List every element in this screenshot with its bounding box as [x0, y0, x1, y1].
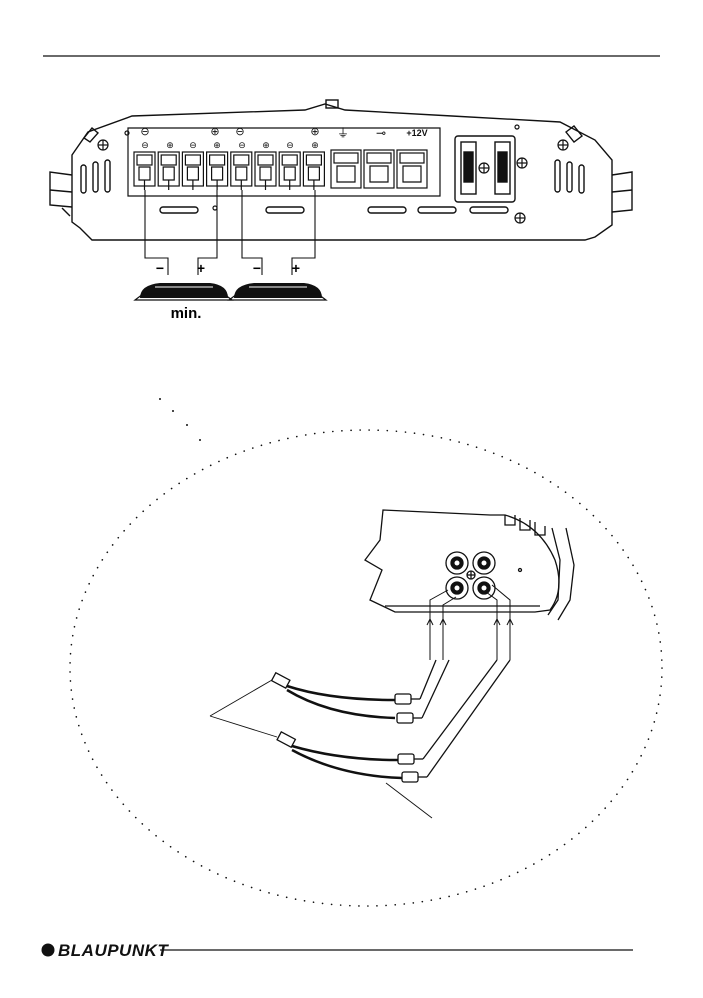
screw-hole-2: [515, 125, 519, 129]
speaker-2-plus: +: [292, 260, 300, 276]
t2-1: ⊖: [141, 140, 149, 150]
zoom-circle: [70, 430, 662, 906]
terminal-label-2: ⊕: [210, 126, 219, 138]
speaker-1-minus: −: [156, 260, 164, 276]
screw-5: [515, 213, 525, 223]
amplifier-body: [50, 100, 632, 240]
rca-cable-1: [272, 660, 449, 723]
screw-2: [558, 140, 568, 150]
terminal-label-1: ⊖: [140, 126, 149, 138]
t2-3: ⊖: [189, 140, 197, 150]
speaker-wires: [145, 190, 315, 275]
screw-1: [98, 140, 108, 150]
t2-5: ⊖: [238, 140, 246, 150]
speaker-terminal-4: [207, 152, 228, 190]
screw-3: [479, 163, 489, 173]
speaker-terminal-2: [158, 152, 179, 190]
t2-6: ⊕: [262, 140, 270, 150]
speaker-1: − +: [135, 260, 232, 300]
speaker-terminal-7: [279, 152, 300, 190]
power-terminal-block: [331, 150, 427, 188]
speaker-terminal-5: [231, 152, 252, 190]
screw-hole-3: [213, 206, 217, 210]
brand-dot: [42, 944, 55, 957]
speaker-1-plus: +: [197, 260, 205, 276]
brand-logo-text: BLAUPUNKT: [58, 941, 168, 961]
amplifier-rca-detail: [365, 510, 574, 620]
callout-leader-dots: [159, 398, 201, 441]
power-terminal-2: [364, 150, 394, 188]
insertion-arrows: [427, 585, 513, 660]
terminal-label-3: ⊕: [310, 126, 319, 138]
speaker-2: − +: [229, 260, 326, 300]
t2-4: ⊕: [213, 140, 221, 150]
screw-4: [517, 158, 527, 168]
min-label: min.: [171, 305, 202, 322]
terminal-second-labels: ⊖ ⊕ ⊖ ⊕ ⊖ ⊕ ⊖ ⊕: [141, 140, 319, 150]
speaker-2-minus: −: [253, 260, 261, 276]
t2-7: ⊖: [286, 140, 294, 150]
speaker-terminal-3: [182, 152, 203, 190]
ground-symbol: ⏚: [337, 126, 349, 140]
remote-symbol: ⊸: [376, 126, 386, 140]
label-pointers: [210, 680, 432, 818]
speaker-terminal-8: [303, 152, 324, 190]
power-terminal-3: [397, 150, 427, 188]
t2-2: ⊕: [166, 140, 174, 150]
speaker-terminal-1: [134, 152, 155, 190]
terminal-label-4: ⊖: [235, 126, 244, 138]
t2-8: ⊕: [311, 140, 319, 150]
power-label: +12V: [406, 128, 427, 138]
power-terminal-1: [331, 150, 361, 188]
rca-cable-2: [277, 660, 510, 782]
speaker-terminal-6: [255, 152, 276, 190]
speaker-terminal-block: [134, 152, 324, 190]
